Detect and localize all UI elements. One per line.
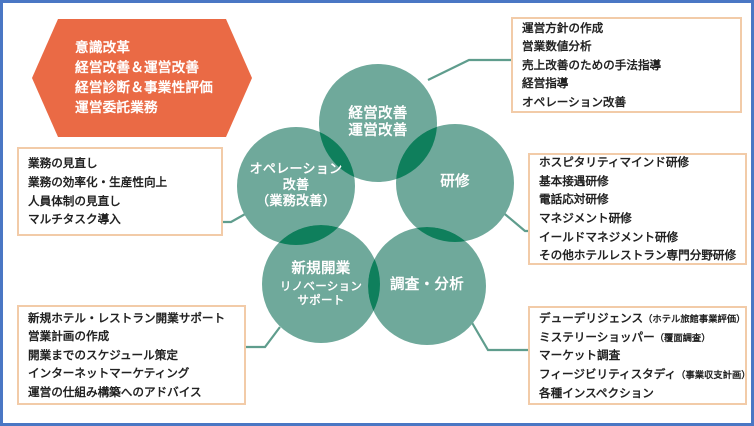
info-box-operation-improvement-line-3-text: マルチタスク導入 [28,212,121,227]
circle-overlap-keiei-kaizen-kenshu [396,124,437,182]
info-box-survey-analysis-lines: デューデリジェンス（ホテル旅館事業評価）ミステリーショッパー（覆面調査）マーケッ… [530,309,751,403]
circle-management-improvement-label-line-1: 運営改善 [348,123,408,140]
info-box-management-improvement-line-4-text: オペレーション改善 [522,94,627,109]
info-box-management-improvement-line-1-text: 営業数値分析 [522,39,592,54]
info-box-operation-improvement: 業務の見直し業務の効率化・生産性向上人員体制の見直しマルチタスク導入 [17,147,223,236]
info-box-operation-improvement-line-1-text: 業務の効率化・生産性向上 [28,174,168,189]
info-box-survey-analysis-line-2-text: マーケット調査 [539,348,621,363]
info-box-new-opening-support-line-1-text: 営業計画の作成 [28,329,110,344]
info-box-operation-improvement-line-2-text: 人員体制の見直し [28,193,121,208]
info-box-new-opening-support-line-1: 営業計画の作成 [28,327,235,346]
banner-text: 意識改革経営改善＆運営改善経営診断＆事業性評価運営委託業務 [30,17,254,139]
info-box-survey-analysis-line-4: 各種インスペクション [539,384,736,403]
banner-line-1: 経営改善＆運営改善 [75,59,200,76]
circle-new-opening-renovation-support-label-line-2: サポート [297,292,345,307]
info-box-survey-analysis-line-1-text: （覆面調査） [654,332,711,344]
info-box-training-line-1-text: 基本接遇研修 [539,173,609,188]
info-box-operation-improvement-lines: 業務の見直し業務の効率化・生産性向上人員体制の見直しマルチタスク導入 [19,154,221,228]
info-box-operation-improvement-line-0-text: 業務の見直し [28,156,98,171]
circle-operation-improvement-label-line-0: オペレーション [249,162,343,177]
circle-operation-improvement-label-line-1: 改善 [282,177,310,193]
circle-new-opening-renovation-support-label-line-0: 新規開業 [291,261,351,277]
info-box-training-line-4-text: イールドマネジメント研修 [539,229,679,244]
circle-cluster [237,64,514,345]
info-box-management-improvement: 運営方針の作成営業数値分析売上改善のための手法指導経営指導オペレーション改善 [511,17,742,113]
info-box-management-improvement-line-1: 営業数値分析 [522,37,731,56]
info-box-training-line-5-text: その他ホテルレストラン専門分野研修 [539,248,737,263]
info-box-survey-analysis-line-0-text: デューデリジェンス [539,310,644,325]
info-box-management-improvement-line-0: 運営方針の作成 [522,19,731,38]
info-box-new-opening-support-line-4-text: 運営の仕組み構築へのアドバイス [28,384,202,399]
info-box-training-line-3-text: マネジメント研修 [539,211,632,225]
circle-operation-improvement-label-line-2: （業務改善） [256,193,336,209]
circle-management-improvement-label-line-0: 経営改善 [348,105,408,122]
info-box-training-line-4: イールドマネジメント研修 [539,228,736,247]
info-box-survey-analysis-line-3: フィージビリティスタディ（事業収支計画） [539,365,751,384]
info-box-training: ホスピタリティマインド研修基本接遇研修電話応対研修マネジメント研修イールドマネジ… [528,153,747,265]
circle-operation-improvement-label: オペレーション改善（業務改善） [217,162,375,210]
info-box-survey-analysis-line-3-text: フィージビリティスタディ [539,366,677,381]
info-box-management-improvement-lines: 運営方針の作成営業数値分析売上改善のための手法指導経営指導オペレーション改善 [513,19,740,112]
circle-management-improvement-label: 経営改善運営改善 [299,106,457,141]
info-box-management-improvement-line-4: オペレーション改善 [522,93,731,112]
diagram-canvas: 経営改善運営改善研修オペレーション改善（業務改善）新規開業リノベーションサポート… [3,3,751,423]
info-box-new-opening-support-line-0-text: 新規ホテル・レストラン開業サポート [28,310,226,325]
info-box-survey-analysis-line-2: マーケット調査 [539,346,736,365]
info-box-survey-analysis-line-3-text: （事業収支計画） [676,369,751,381]
info-box-management-improvement-line-2: 売上改善のための手法指導 [522,56,731,75]
info-box-new-opening-support-line-4: 運営の仕組み構築へのアドバイス [28,383,235,402]
circle-survey-analysis-label: 調査・分析 [348,277,506,295]
info-box-survey-analysis-line-1: ミステリーショッパー（覆面調査） [539,328,736,347]
banner-line-0: 意識改革 [75,39,131,56]
banner-line-2: 経営診断＆事業性評価 [75,80,213,96]
info-box-training-line-2-text: 電話応対研修 [539,192,609,207]
info-box-survey-analysis-line-0-text: （ホテル旅館事業評価） [643,313,746,325]
info-box-new-opening-support-line-0: 新規ホテル・レストラン開業サポート [28,309,235,328]
info-box-management-improvement-line-3: 経営指導 [522,74,731,93]
info-box-training-line-0-text: ホスピタリティマインド研修 [539,155,690,170]
info-box-training-line-1: 基本接遇研修 [539,172,736,191]
circle-survey-analysis-label-line-0: 調査・分析 [390,277,464,293]
circle-training-label-line-0: 研修 [440,174,470,190]
info-box-new-opening-support-line-3: インターネットマーケティング [28,364,235,383]
info-box-training-line-2: 電話応対研修 [539,190,736,209]
consciousness-reform-banner: 意識改革経営改善＆運営改善経営診断＆事業性評価運営委託業務 [30,17,254,139]
circle-new-opening-renovation-support[interactable] [262,225,380,343]
info-box-management-improvement-line-2-text: 売上改善のための手法指導 [522,57,662,72]
info-box-new-opening-support-line-3-text: インターネットマーケティング [28,366,190,381]
circle-new-opening-renovation-support-label-line-1: リノベーション [279,278,363,293]
info-box-operation-improvement-line-2: 人員体制の見直し [28,192,212,211]
info-box-new-opening-support-line-2: 開業までのスケジュール策定 [28,346,235,365]
circle-new-opening-renovation-support-label: 新規開業リノベーションサポート [242,261,400,307]
info-box-training-line-5: その他ホテルレストラン専門分野研修 [539,246,736,265]
info-box-management-improvement-line-3-text: 経営指導 [522,76,569,91]
banner-line-3: 運営委託業務 [75,100,158,117]
info-box-survey-analysis: デューデリジェンス（ホテル旅館事業評価）ミステリーショッパー（覆面調査）マーケッ… [528,306,751,405]
info-box-operation-improvement-line-3: マルチタスク導入 [28,210,212,229]
info-box-training-lines: ホスピタリティマインド研修基本接遇研修電話応対研修マネジメント研修イールドマネジ… [530,153,745,264]
circle-survey-analysis[interactable] [368,227,486,345]
circle-operation-improvement[interactable] [237,127,355,245]
info-box-survey-analysis-line-1-text: ミステリーショッパー [539,329,655,344]
info-box-operation-improvement-line-0: 業務の見直し [28,154,212,173]
info-box-training-line-0: ホスピタリティマインド研修 [539,153,736,172]
info-box-survey-analysis-line-4-text: 各種インスペクション [539,385,654,400]
info-box-new-opening-support-lines: 新規ホテル・レストラン開業サポート営業計画の作成開業までのスケジュール策定インタ… [19,309,244,402]
circle-training-label: 研修 [376,174,534,192]
info-box-survey-analysis-line-0: デューデリジェンス（ホテル旅館事業評価） [539,309,745,328]
info-box-training-line-3: マネジメント研修 [539,209,736,228]
info-box-new-opening-support: 新規ホテル・レストラン開業サポート営業計画の作成開業までのスケジュール策定インタ… [17,305,246,405]
info-box-operation-improvement-line-1: 業務の効率化・生産性向上 [28,173,212,192]
info-box-new-opening-support-line-2-text: 開業までのスケジュール策定 [28,347,178,362]
hexagon-shape [32,19,252,137]
info-box-management-improvement-line-0-text: 運営方針の作成 [522,20,604,35]
